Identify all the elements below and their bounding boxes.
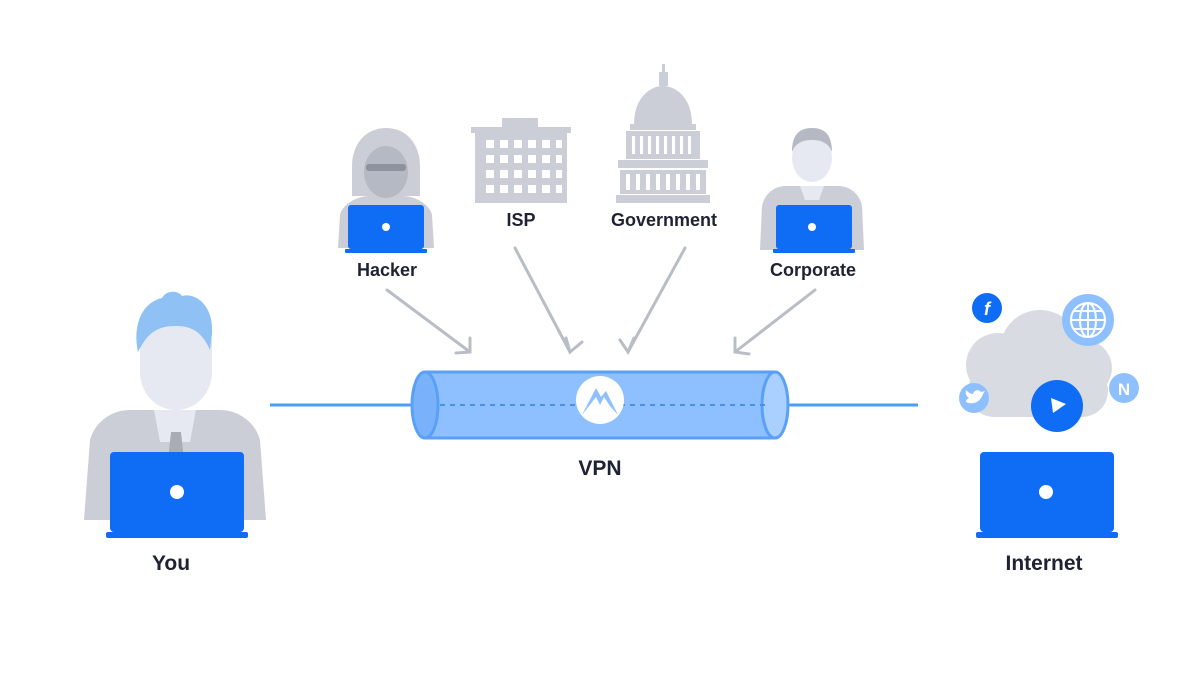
isp-building-icon: [471, 118, 571, 203]
facebook-icon: f: [972, 293, 1002, 323]
you-figure: [84, 291, 266, 538]
svg-text:f: f: [984, 299, 992, 319]
internet-label: Internet: [1005, 552, 1083, 575]
capitol-building-icon: [616, 64, 710, 203]
arrow-isp: [513, 246, 584, 355]
svg-text:N: N: [1118, 380, 1130, 399]
laptop-icon: [106, 452, 248, 538]
laptop-icon: [773, 205, 855, 253]
hacker-figure: [338, 128, 434, 253]
internet-cluster: f N: [959, 293, 1139, 538]
corporate-figure: [760, 128, 864, 253]
arrow-corporate: [733, 288, 817, 356]
vpn-tunnel: [410, 370, 790, 440]
vpn-label: VPN: [578, 457, 622, 480]
netflix-icon: N: [1109, 373, 1139, 403]
arrow-hacker: [385, 288, 472, 355]
isp-label: ISP: [506, 210, 536, 230]
laptop-icon: [976, 452, 1118, 538]
twitter-icon: [959, 383, 989, 413]
hacker-label: Hacker: [356, 260, 418, 280]
corporate-label: Corporate: [769, 260, 857, 280]
play-icon: [1031, 380, 1083, 432]
government-label: Government: [610, 210, 718, 230]
globe-icon: [1062, 294, 1114, 346]
mountain-logo-icon: [576, 376, 624, 424]
laptop-icon: [345, 205, 427, 253]
arrow-government: [618, 246, 687, 356]
you-label: You: [151, 552, 191, 575]
